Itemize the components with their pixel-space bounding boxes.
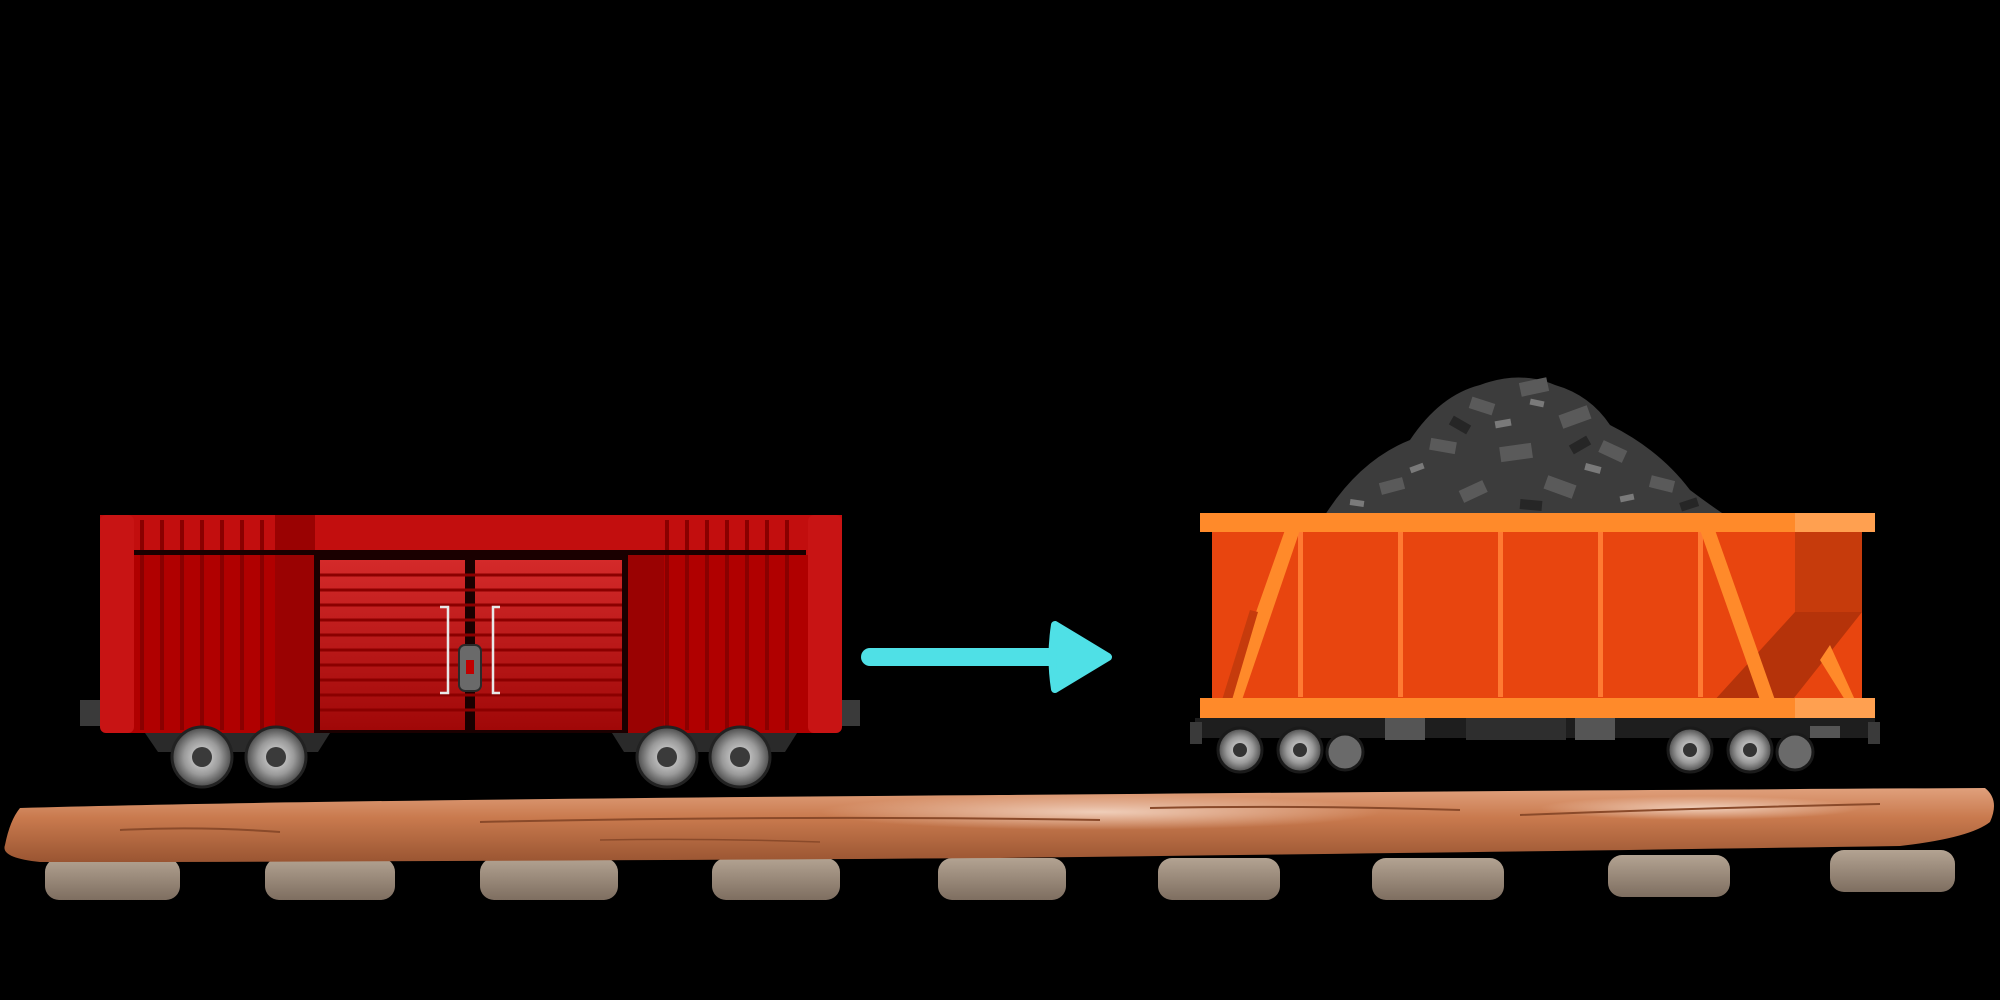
boxcar-left-coupler — [80, 700, 100, 726]
stone — [45, 858, 180, 900]
wheel — [1775, 732, 1815, 772]
wheel — [1325, 732, 1365, 772]
hopper-bottom-rim — [1200, 698, 1875, 718]
hopper-wheels — [1216, 726, 1815, 774]
stone — [1608, 855, 1730, 897]
platform-stones — [45, 850, 1955, 900]
stone — [265, 858, 395, 900]
arrow-right-icon — [861, 621, 1112, 693]
stone — [712, 858, 840, 900]
boxcar-left-door — [320, 560, 465, 730]
boxcar-ribs-right — [628, 520, 789, 733]
hopper-car-icon — [1190, 513, 1880, 774]
stone — [1158, 858, 1280, 900]
boxcar-icon — [80, 515, 860, 789]
boxcar-wheels — [170, 725, 772, 789]
boxcar-right-coupler — [840, 700, 860, 726]
boxcar-right-door — [475, 560, 622, 730]
wooden-platform-icon — [4, 788, 1994, 862]
stone — [480, 858, 618, 900]
stone — [1372, 858, 1504, 900]
stone — [1830, 850, 1955, 892]
hopper-top-rim — [1200, 513, 1875, 532]
coal-pile-icon — [1325, 377, 1725, 515]
stone — [938, 858, 1066, 900]
